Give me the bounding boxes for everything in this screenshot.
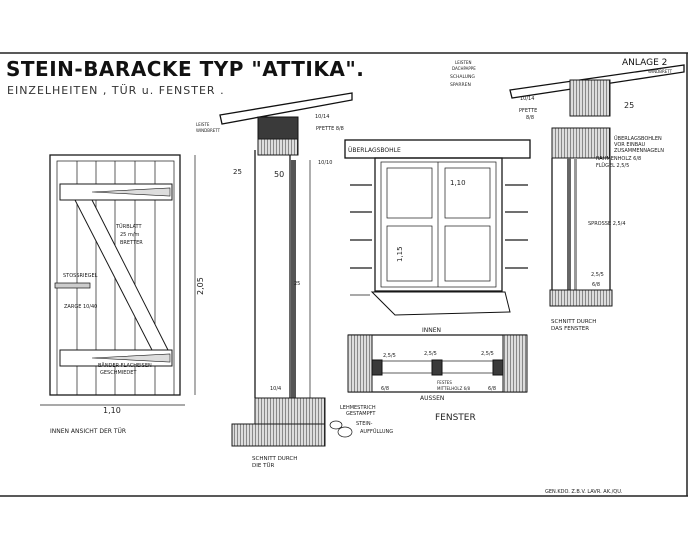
door-label-tuerblatt: TÜRBLATT bbox=[115, 223, 143, 230]
ws-label-schalung: SCHALUNG bbox=[450, 74, 475, 80]
plan-label-2: 2,5/5 bbox=[424, 351, 437, 357]
section-label-windbrett: WINDBRETT bbox=[196, 128, 221, 133]
ws-label-vor-einbau: VOR EINBAU bbox=[614, 142, 646, 148]
ws-label-pfette: PFETTE bbox=[519, 108, 537, 114]
plan-label-6: MITTELHOLZ 6/8 bbox=[437, 386, 470, 391]
door-height-dim: 2,05 bbox=[196, 277, 205, 295]
ws-label-6-8: 6/8 bbox=[592, 282, 600, 288]
ws-label-rahmenholz: RAHMENHOLZ 6/8 bbox=[596, 156, 641, 162]
ws-label-dachpappe: DACHPAPPE bbox=[452, 66, 476, 71]
section-label-10-10: 10/10 bbox=[318, 160, 332, 166]
door-label-geschmiedet: GESCHMIEDET bbox=[100, 370, 137, 376]
door-width-dim: 1,10 bbox=[103, 406, 121, 415]
door-label-zarge: ZARGE 10/40 bbox=[64, 304, 97, 310]
ws-label-sprosse: SPROSSE 2,5/4 bbox=[588, 221, 626, 227]
plan-label-7: 6/8 bbox=[488, 386, 496, 392]
window-plan bbox=[347, 334, 528, 393]
door-label-baender: BÄNDER FLACHEISEN bbox=[98, 362, 152, 369]
section-dim-50: 50 bbox=[274, 170, 284, 179]
section-label-lehmestrich: LEHMESTRICH bbox=[340, 405, 376, 411]
ws-label-leisten: LEISTEN bbox=[455, 60, 471, 65]
ws-label-sparren: SPARREN bbox=[450, 82, 471, 88]
window-width-dim: 1,10 bbox=[450, 179, 466, 187]
ws-label-8-8: 8/8 bbox=[526, 115, 534, 121]
plan-label-3: 2,5/5 bbox=[481, 351, 494, 357]
section-label-stein: STEIN- bbox=[356, 421, 373, 427]
footer-credit: GEN.KDO. Z.B.V. LAVR. AK./QU. bbox=[545, 489, 623, 495]
ws-label-2-5-5: 2,5/5 bbox=[591, 272, 604, 278]
ws-label-ueberlagsbohlen: ÜBERLAGSBOHLEN bbox=[614, 135, 662, 142]
ws-label-fluegel: FLÜGEL 2,5/5 bbox=[596, 162, 629, 169]
window-section-caption-1: SCHNITT DURCH bbox=[551, 319, 596, 325]
door-label-bretter: BRETTER bbox=[120, 240, 143, 246]
door-section-caption-2: DIE TÜR bbox=[252, 462, 274, 469]
section-label-25: 25 bbox=[294, 281, 300, 287]
section-label-leiste: LEISTE bbox=[196, 122, 210, 127]
door-label-thickness: 25 m/m bbox=[120, 232, 140, 238]
door-elevation bbox=[40, 154, 196, 406]
section-label-pfette: PFETTE 8/8 bbox=[316, 126, 344, 132]
window-plan-outside: AUSSEN bbox=[420, 395, 444, 402]
door-label-stossriegel: STOSSRIEGEL bbox=[63, 273, 98, 279]
section-label-10-4: 10/4 bbox=[270, 386, 281, 392]
annex-label: ANLAGE 2 bbox=[622, 58, 667, 68]
door-view-caption: INNEN ANSICHT DER TÜR bbox=[50, 428, 126, 435]
ws-label-zusammennageln: ZUSAMMENNAGELN bbox=[614, 148, 664, 154]
door-section bbox=[219, 92, 353, 447]
window-section bbox=[509, 64, 685, 307]
window-lintel-label: ÜBERLAGSBOHLE bbox=[348, 147, 401, 154]
sheet-title: STEIN-BARACKE TYP "ATTIKA". bbox=[6, 57, 364, 81]
section-label-auffuellung: AUFFÜLLUNG bbox=[360, 428, 393, 435]
ws-label-windbrett: WINDBRETT bbox=[648, 69, 673, 74]
plan-label-5: FESTES bbox=[437, 380, 452, 385]
ws-label-10-14: 10/14 bbox=[520, 96, 534, 102]
plan-label-4: 6/8 bbox=[381, 386, 389, 392]
window-elevation bbox=[344, 139, 531, 316]
door-section-caption-1: SCHNITT DURCH bbox=[252, 456, 297, 462]
plan-label-1: 2,5/5 bbox=[383, 353, 396, 359]
window-height-dim: 1,15 bbox=[396, 246, 404, 262]
window-section-caption-2: DAS FENSTER bbox=[551, 326, 589, 332]
section-dim-25: 25 bbox=[233, 168, 242, 176]
window-plan-inside: INNEN bbox=[422, 327, 441, 334]
sheet-border bbox=[0, 52, 688, 497]
section-label-gestampft: GESTAMPFT bbox=[346, 411, 376, 417]
window-caption: FENSTER bbox=[435, 413, 476, 423]
ws-dim-25: 25 bbox=[624, 101, 634, 110]
sheet-subtitle: EINZELHEITEN , TÜR u. FENSTER . bbox=[7, 84, 225, 97]
section-label-10-14: 10/14 bbox=[315, 114, 329, 120]
